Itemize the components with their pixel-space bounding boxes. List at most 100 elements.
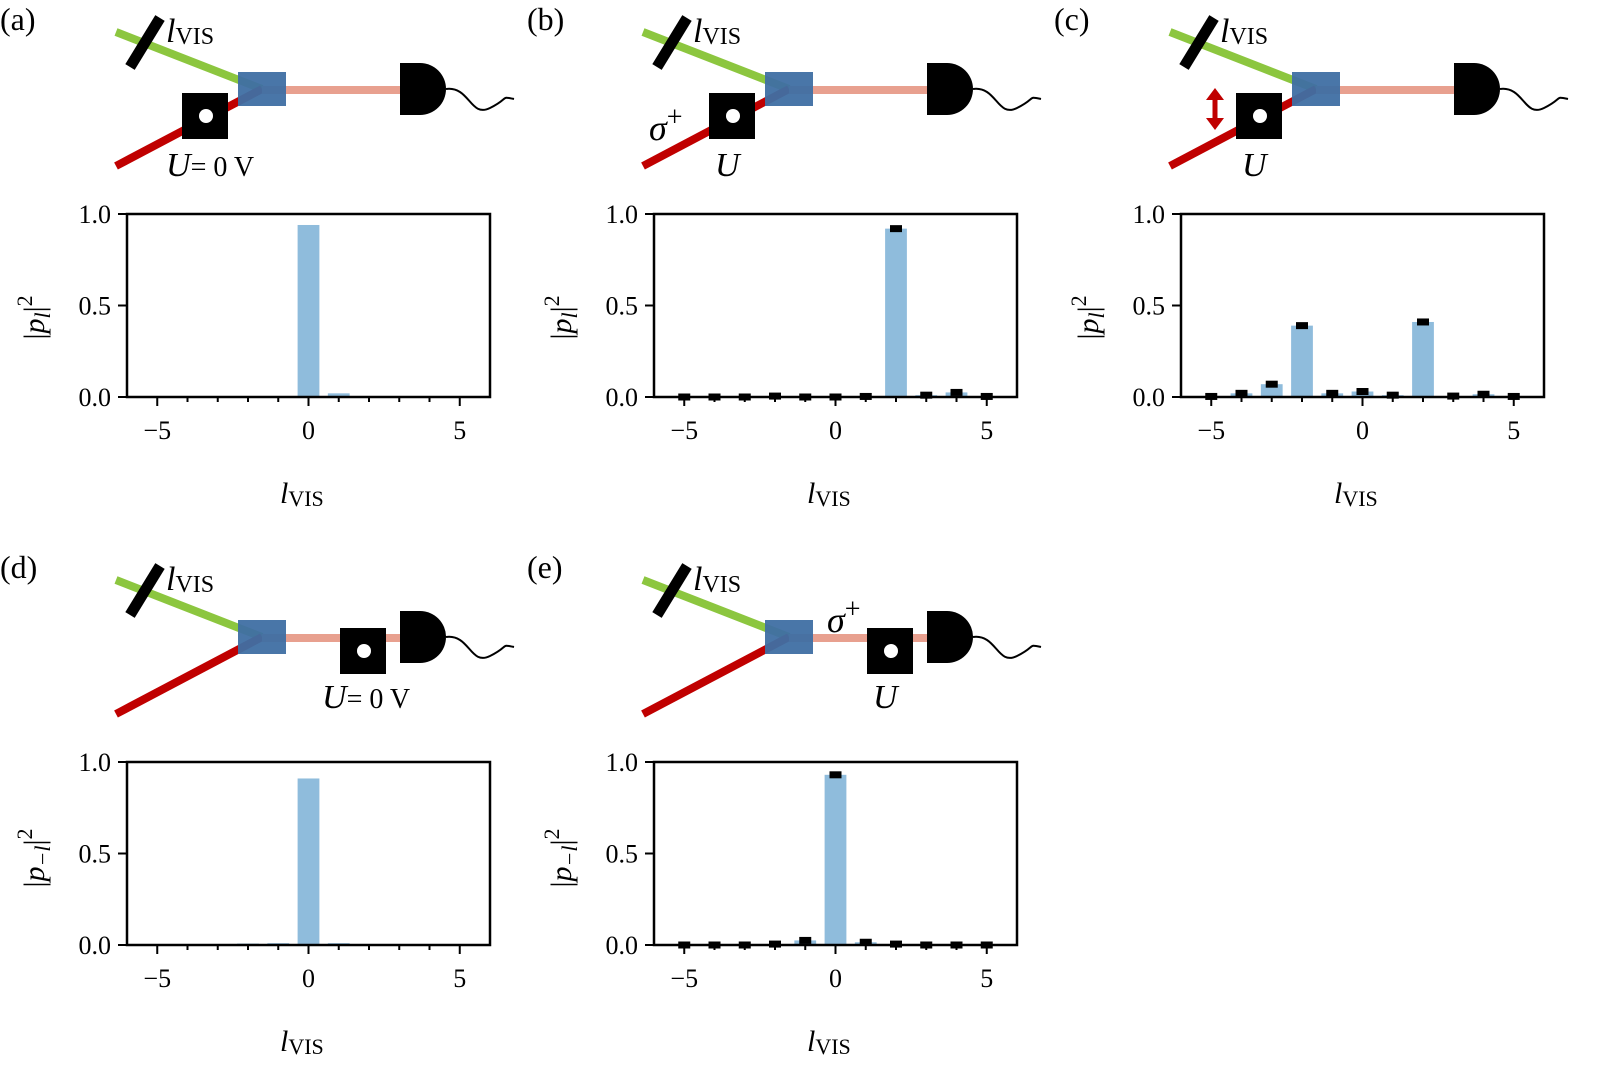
y-tick-label: 0.0 (79, 931, 112, 960)
q-plate-modulator-icon (1236, 93, 1282, 139)
x-tick-label: 5 (453, 964, 466, 993)
x-tick-label: 0 (829, 416, 842, 445)
bar-l-0 (297, 778, 320, 945)
y-tick-label: 1.0 (606, 748, 639, 777)
panel-label: (c) (1054, 1, 1090, 37)
error-bar-l--3 (1265, 380, 1278, 388)
bar-l-2 (885, 228, 907, 397)
plot-frame (1179, 212, 1546, 399)
x-tick-label: 5 (980, 416, 993, 445)
panel-label: (e) (527, 549, 563, 585)
bar-l--2 (1291, 325, 1313, 397)
beam-splitter-icon (765, 620, 813, 654)
detector-cable (972, 635, 1042, 659)
mirror-label: lVIS (693, 13, 741, 50)
x-axis-label: lVIS (280, 477, 324, 511)
x-tick-label: −5 (1197, 416, 1225, 445)
detector-cable (972, 87, 1042, 111)
panel-label: (b) (527, 1, 564, 37)
mirror-label: lVIS (693, 561, 741, 598)
detector-icon (400, 611, 515, 663)
bars (237, 778, 350, 945)
error-bar-l-2 (1417, 318, 1429, 326)
beam-splitter-icon (1292, 72, 1340, 106)
error-bar-l-2 (890, 225, 902, 233)
q-plate-modulator-icon (867, 628, 913, 674)
y-tick-label: 1.0 (606, 200, 639, 229)
double-arrow-icon (1206, 88, 1224, 130)
y-tick-label: 0.0 (606, 383, 639, 412)
mirror-icon (1179, 15, 1219, 70)
error-bar-l-0 (1356, 388, 1369, 396)
y-axis-label: |p−l|2 (12, 829, 55, 888)
x-tick-label: −5 (143, 416, 171, 445)
x-tick-label: 5 (1507, 416, 1520, 445)
x-tick-label: 0 (1356, 416, 1369, 445)
x-tick-label: 5 (980, 964, 993, 993)
detector-icon (927, 611, 1042, 663)
x-tick-label: −5 (670, 416, 698, 445)
detector-icon (1454, 63, 1569, 115)
y-tick-label: 0.5 (606, 840, 639, 869)
q-plate-modulator-icon (182, 93, 228, 139)
y-axis-label: |p−l|2 (539, 829, 582, 888)
y-tick-label: 1.0 (79, 200, 112, 229)
bar-l-0 (824, 774, 847, 945)
y-tick-label: 0.0 (1133, 383, 1166, 412)
bars (678, 225, 998, 401)
mirror-label: lVIS (1220, 13, 1268, 50)
detector-icon (927, 63, 1042, 115)
error-bar-l--4 (1235, 389, 1248, 397)
bar-l-0 (297, 224, 320, 397)
error-bar-l-4 (1477, 390, 1490, 398)
y-tick-label: 0.5 (606, 292, 639, 321)
x-axis-label: lVIS (807, 477, 851, 511)
mirror-icon (652, 563, 692, 618)
y-tick-label: 0.5 (79, 292, 112, 321)
bars (678, 771, 993, 949)
bar-l-1 (327, 393, 350, 397)
error-bar-l--1 (1326, 389, 1339, 397)
y-tick-label: 1.0 (79, 748, 112, 777)
red-beam (114, 633, 264, 718)
q-plate-modulator-icon (709, 93, 755, 139)
x-axis-label: lVIS (807, 1025, 851, 1059)
bars (297, 224, 350, 397)
beam-splitter-icon (238, 620, 286, 654)
error-bar-l-1 (1386, 391, 1399, 399)
error-bar-l-4 (950, 388, 963, 396)
x-tick-label: −5 (670, 964, 698, 993)
beam-splitter-icon (238, 72, 286, 106)
panel-label: (d) (0, 549, 37, 585)
bars (1200, 318, 1525, 400)
x-axis-label: lVIS (1334, 477, 1378, 511)
bar-l-2 (1412, 321, 1434, 397)
mirror-icon (125, 15, 165, 70)
mirror-label: lVIS (166, 13, 214, 50)
mirror-label: lVIS (166, 561, 214, 598)
y-tick-label: 0.0 (606, 931, 639, 960)
beam-splitter-icon (765, 72, 813, 106)
y-tick-label: 0.5 (79, 840, 112, 869)
error-bar-l-0 (829, 771, 842, 779)
q-plate-modulator-icon (340, 628, 386, 674)
error-bar-l-3 (920, 391, 933, 399)
x-axis-label: lVIS (280, 1025, 324, 1059)
x-tick-label: 0 (829, 964, 842, 993)
red-beam (641, 633, 791, 718)
detector-icon (400, 63, 515, 115)
error-bar-l-1 (859, 938, 872, 946)
